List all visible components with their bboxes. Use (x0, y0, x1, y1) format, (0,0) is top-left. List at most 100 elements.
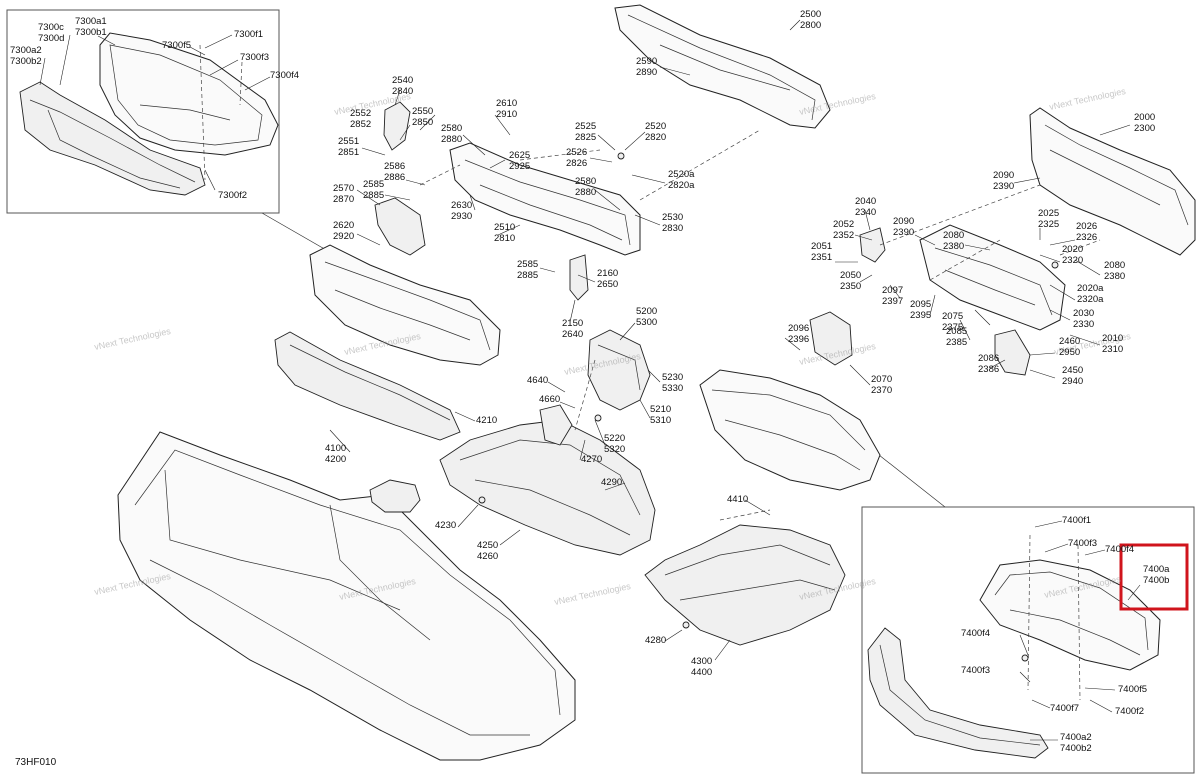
panel-2500 (614, 4, 831, 129)
callout-label: 4640 (527, 375, 548, 386)
callout-label: 4230 (435, 520, 456, 531)
door-panel-middle (309, 244, 501, 366)
callout-label: 7300f1 (234, 29, 263, 40)
callout-label: 4290 (601, 477, 622, 488)
callout-label: 7400f5 (1118, 684, 1147, 695)
callout-label: 4280 (645, 635, 666, 646)
panel-2000 (1029, 107, 1196, 256)
door-assembly-large (117, 431, 576, 761)
callout-label: 4270 (581, 454, 602, 465)
hardware-small-parts (374, 101, 1059, 662)
inset-link-line-left (261, 212, 336, 256)
frame-2510 (449, 142, 641, 256)
callout-label: 7400f2 (1115, 706, 1144, 717)
callout-label: 7300f5 (162, 40, 191, 51)
leader-lines (39, 19, 1141, 741)
inset-door-panel-7300 (19, 32, 279, 196)
callout-label: 7300f2 (218, 190, 247, 201)
inset-door-panel-7400 (867, 534, 1161, 759)
watermark: vNext Technologies (93, 326, 172, 352)
watermark: vNext Technologies (553, 581, 632, 607)
console-5200 (587, 329, 651, 411)
highlight-box (1119, 543, 1189, 611)
callout-label: 7400f3 (961, 665, 990, 676)
callout-label: 7400f1 (1062, 515, 1091, 526)
callout-label: 7400f3 (1068, 538, 1097, 549)
cage-2070 (699, 369, 881, 491)
skid-plate-4300 (644, 524, 846, 646)
callout-label: 7300f3 (240, 52, 269, 63)
watermark: vNext Technologies (1048, 86, 1127, 112)
callout-label: 7300f4 (270, 70, 299, 81)
callout-label: 7400f4 (1105, 544, 1134, 555)
callout-label: 4660 (539, 394, 560, 405)
inset-frame-bottom-right (861, 506, 1195, 774)
assembly-lines (419, 129, 1101, 521)
inset-frame-top-left (6, 9, 280, 214)
panel-4100 (274, 331, 461, 441)
callout-label: 4410 (727, 494, 748, 505)
frame-2010 (919, 224, 1066, 331)
figure-code: 73HF010 (15, 757, 57, 768)
callout-label: 7400f7 (1050, 703, 1079, 714)
